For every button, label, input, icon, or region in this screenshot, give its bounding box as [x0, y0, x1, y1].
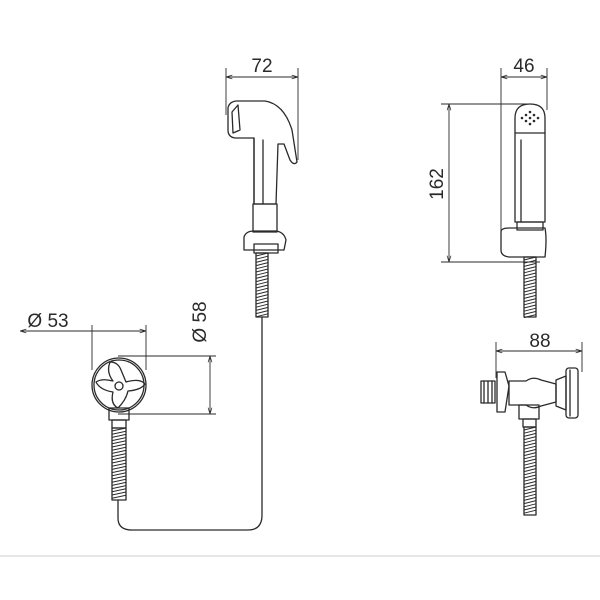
side-view-handset: 46 162: [427, 56, 548, 263]
valve-hose: [111, 427, 127, 501]
wall-valve-side: 88: [480, 331, 583, 428]
front-hose: [117, 252, 269, 531]
side-valve-hose: [523, 426, 537, 516]
dim-label-72: 72: [251, 56, 272, 77]
dim-label-88: 88: [529, 331, 550, 352]
wall-valve-front: Ø 53 Ø 58: [20, 301, 216, 429]
dim-label-d53: Ø 53: [27, 311, 68, 332]
dim-label-162: 162: [427, 168, 448, 200]
side-hose: [523, 256, 537, 319]
dim-label-d58: Ø 58: [190, 301, 211, 342]
dim-label-46: 46: [513, 56, 534, 77]
spray-nozzle-dots: [520, 110, 540, 126]
front-view-handset: 72: [225, 56, 299, 254]
